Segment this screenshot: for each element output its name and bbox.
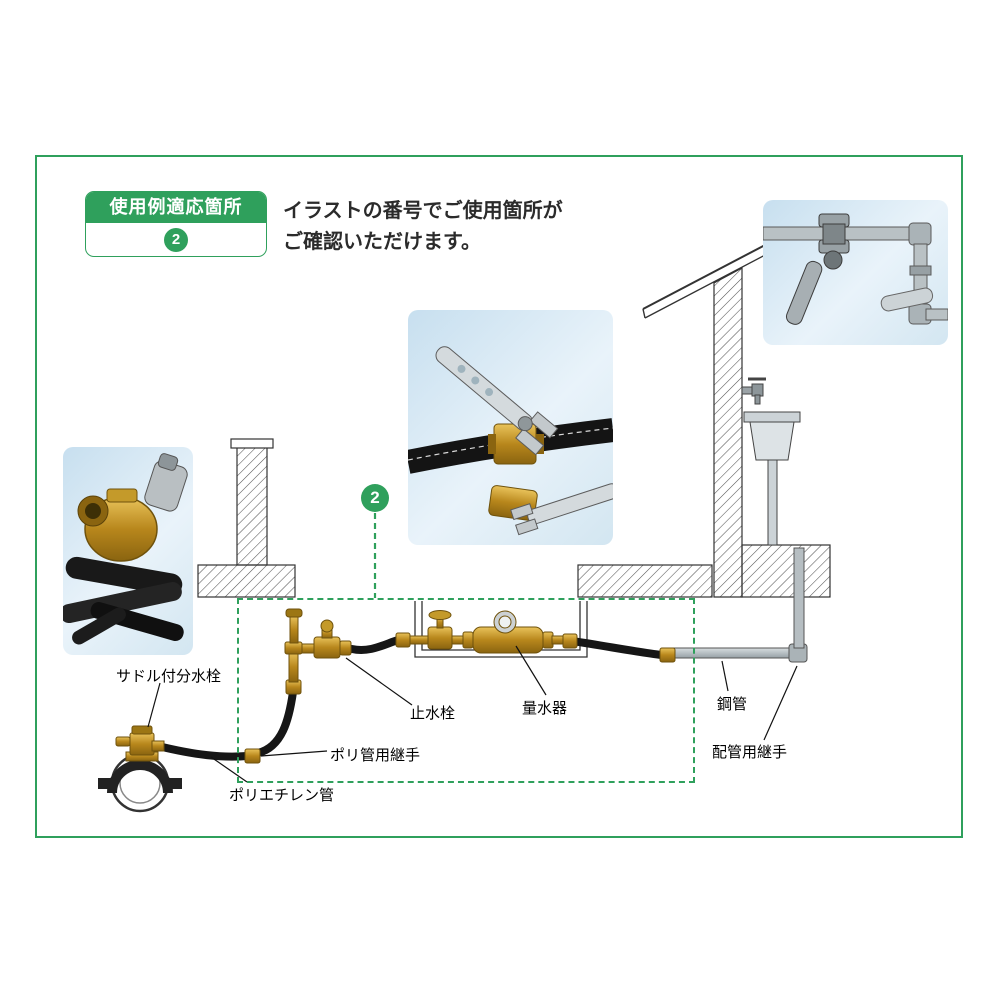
- description-line1: イラストの番号でご使用箇所が: [283, 200, 563, 222]
- label-saddle-valve: サドル付分水栓: [116, 668, 222, 685]
- leader-water-meter: [515, 645, 547, 696]
- saddle-lug-right: [166, 778, 182, 789]
- poly-fitting-coupling-1: [244, 748, 261, 764]
- gate-valve: [427, 610, 453, 650]
- leader-stop-valve: [345, 657, 413, 706]
- usage-badge-number-row: 2: [86, 223, 266, 256]
- roof-eave-edge: [642, 308, 646, 319]
- brass-fitting-nut-left: [488, 434, 496, 454]
- stop-valve: [313, 619, 341, 659]
- fitting-cylinder: [880, 287, 934, 312]
- overhead-pipe-stub: [925, 308, 948, 321]
- leader-poly-fitting: [260, 750, 328, 757]
- usage-badge-title: 使用例適応箇所: [86, 192, 266, 223]
- label-poly-pipe: ポリエチレン管: [229, 787, 335, 804]
- ground-hatch-middle: [577, 564, 713, 598]
- brass-fittings: [244, 608, 676, 764]
- label-steel-pipe: 鋼管: [717, 696, 748, 713]
- photo-wrench-overhead-pipe: [763, 200, 948, 345]
- page-frame: [35, 155, 963, 838]
- leader-poly-pipe: [210, 756, 248, 783]
- faucet-body: [751, 383, 764, 397]
- poly-pipe-segment-1: [154, 742, 251, 761]
- concrete-post-cap: [230, 438, 274, 449]
- description-text: イラストの番号でご使用箇所が ご確認いただけます。: [283, 196, 563, 258]
- saddle-valve: [115, 725, 165, 762]
- overhead-elbow-top: [908, 222, 932, 246]
- tool-arm-4: [72, 607, 126, 645]
- photo-saddle-valve-tool: [63, 447, 193, 655]
- label-leaders: [147, 645, 798, 783]
- ground-section: [197, 438, 831, 598]
- tool-arm-1: [65, 556, 183, 596]
- pipe-coupling-ring: [909, 265, 932, 276]
- leader-steel-pipe: [721, 660, 729, 692]
- ground-hatch-left: [197, 564, 296, 598]
- pipe-wrench: [785, 213, 850, 325]
- meter-box-outer-wall: [414, 601, 588, 658]
- faucet-spout: [754, 394, 761, 405]
- polyethylene-pipe: [154, 636, 666, 761]
- label-water-meter: 量水器: [522, 700, 568, 717]
- sink-basin: [749, 421, 795, 461]
- faucet-and-sink: [741, 377, 801, 546]
- poly-fitting-coupling-3: [562, 633, 578, 649]
- saddle-band: [107, 760, 173, 794]
- pipe-to-steel-coupling: [659, 647, 676, 663]
- saddle-tapping-assembly: [98, 725, 182, 813]
- poly-pipe-segment-4: [568, 637, 666, 659]
- leader-saddle-valve: [147, 682, 161, 728]
- house-wall: [713, 266, 743, 598]
- label-poly-fitting: ポリ管用継手: [330, 747, 421, 764]
- monkey-wrench-upper: [435, 346, 559, 456]
- usage-badge: 使用例適応箇所 2: [85, 191, 267, 257]
- valve-port-inner: [85, 503, 101, 519]
- floor-slab-hatch: [741, 544, 831, 598]
- leader-piping-fitting: [763, 665, 798, 741]
- monkey-wrench-lower: [510, 483, 613, 536]
- description-line2: ご確認いただけます。: [283, 231, 481, 253]
- tool-arm-2: [63, 582, 182, 624]
- usage-area-outline: [237, 598, 695, 783]
- valve-hex-top: [106, 488, 138, 503]
- sink-rim: [743, 411, 801, 423]
- sink-pedestal: [767, 459, 778, 546]
- poly-pipe-segment-3: [348, 636, 402, 654]
- water-meter: [472, 610, 544, 654]
- steel-pipe-vertical: [793, 547, 805, 649]
- usage-badge-number-circle: 2: [164, 227, 188, 252]
- location-marker: 2: [361, 484, 389, 512]
- concrete-post: [236, 446, 268, 566]
- label-stop-valve: 止水栓: [410, 705, 456, 722]
- surface-cap: [285, 608, 303, 618]
- saddle-lug-left: [98, 778, 114, 789]
- poly-pipe-segment-2: [254, 688, 297, 757]
- label-piping-fitting: 配管用継手: [712, 744, 788, 761]
- tool-head-cap: [157, 453, 179, 471]
- photo-wrenches-on-pipe: [408, 310, 613, 545]
- union-hex-1: [339, 640, 352, 656]
